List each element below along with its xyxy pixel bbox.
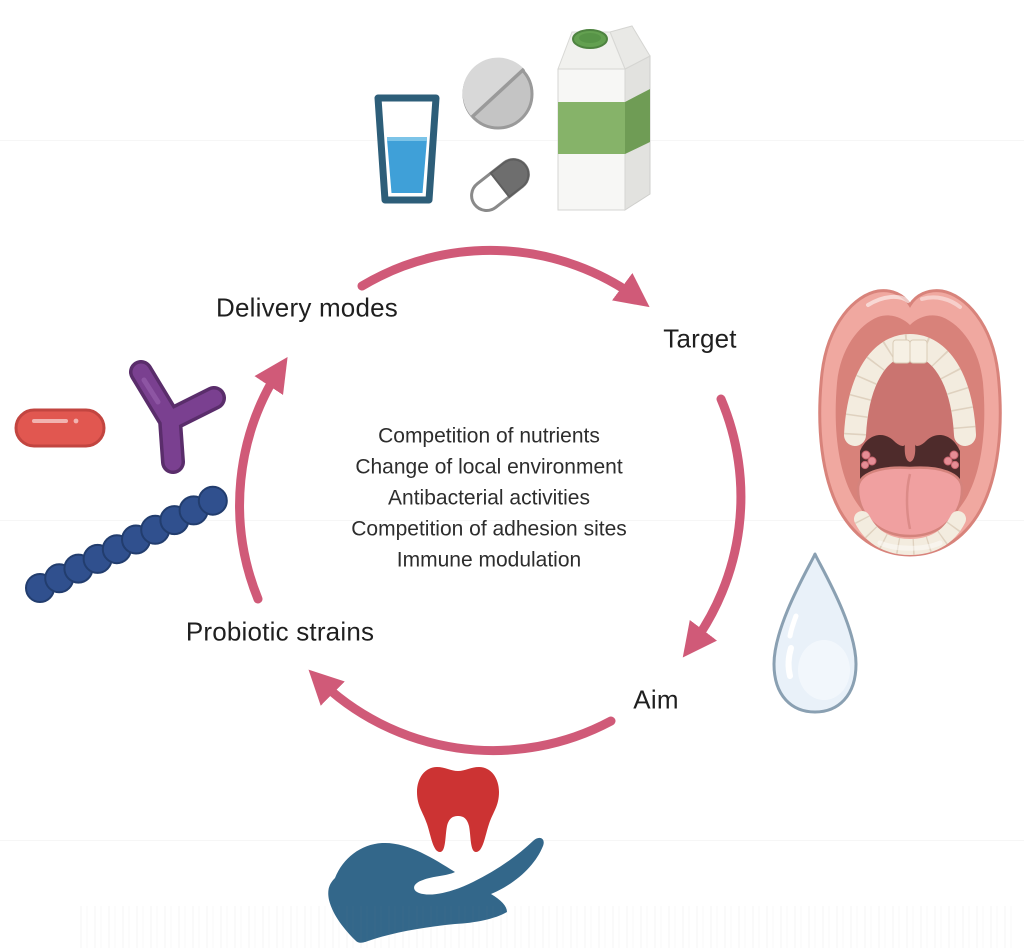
label-aim: Aim [633,684,679,715]
open-mouth-icon [818,289,1002,557]
watermark-band [80,906,1014,948]
rod-bacterium-icon [14,408,106,448]
mechanism-line: Competition of nutrients [378,424,600,448]
label-target: Target [663,323,737,354]
tooth-icon [417,767,499,852]
streptococcus-chain-icon [25,485,228,603]
arrow-probiotic-to-delivery [235,357,288,604]
arrow-delivery-to-target [357,245,650,308]
hand-icon [328,837,544,943]
arrow-target-to-aim [682,394,746,658]
label-delivery-modes: Delivery modes [216,292,398,323]
mechanism-line: Competition of adhesion sites [351,517,627,541]
round-tablet-icon [462,57,534,130]
water-glass-icon [374,94,440,204]
bifidobacterium-icon [129,360,226,474]
capsule-icon [470,158,530,212]
arrow-aim-to-probiotic [308,669,616,756]
mechanism-line: Change of local environment [355,455,623,479]
mechanism-line: Antibacterial activities [388,486,590,510]
milk-carton-icon [557,25,651,211]
center-mechanisms-text: Competition of nutrients Change of local… [351,421,627,576]
saliva-droplet-icon [772,552,858,714]
label-probiotic-strains: Probiotic strains [185,616,375,647]
probiotic-strains-icons [14,360,228,603]
mechanism-line: Immune modulation [396,548,582,572]
